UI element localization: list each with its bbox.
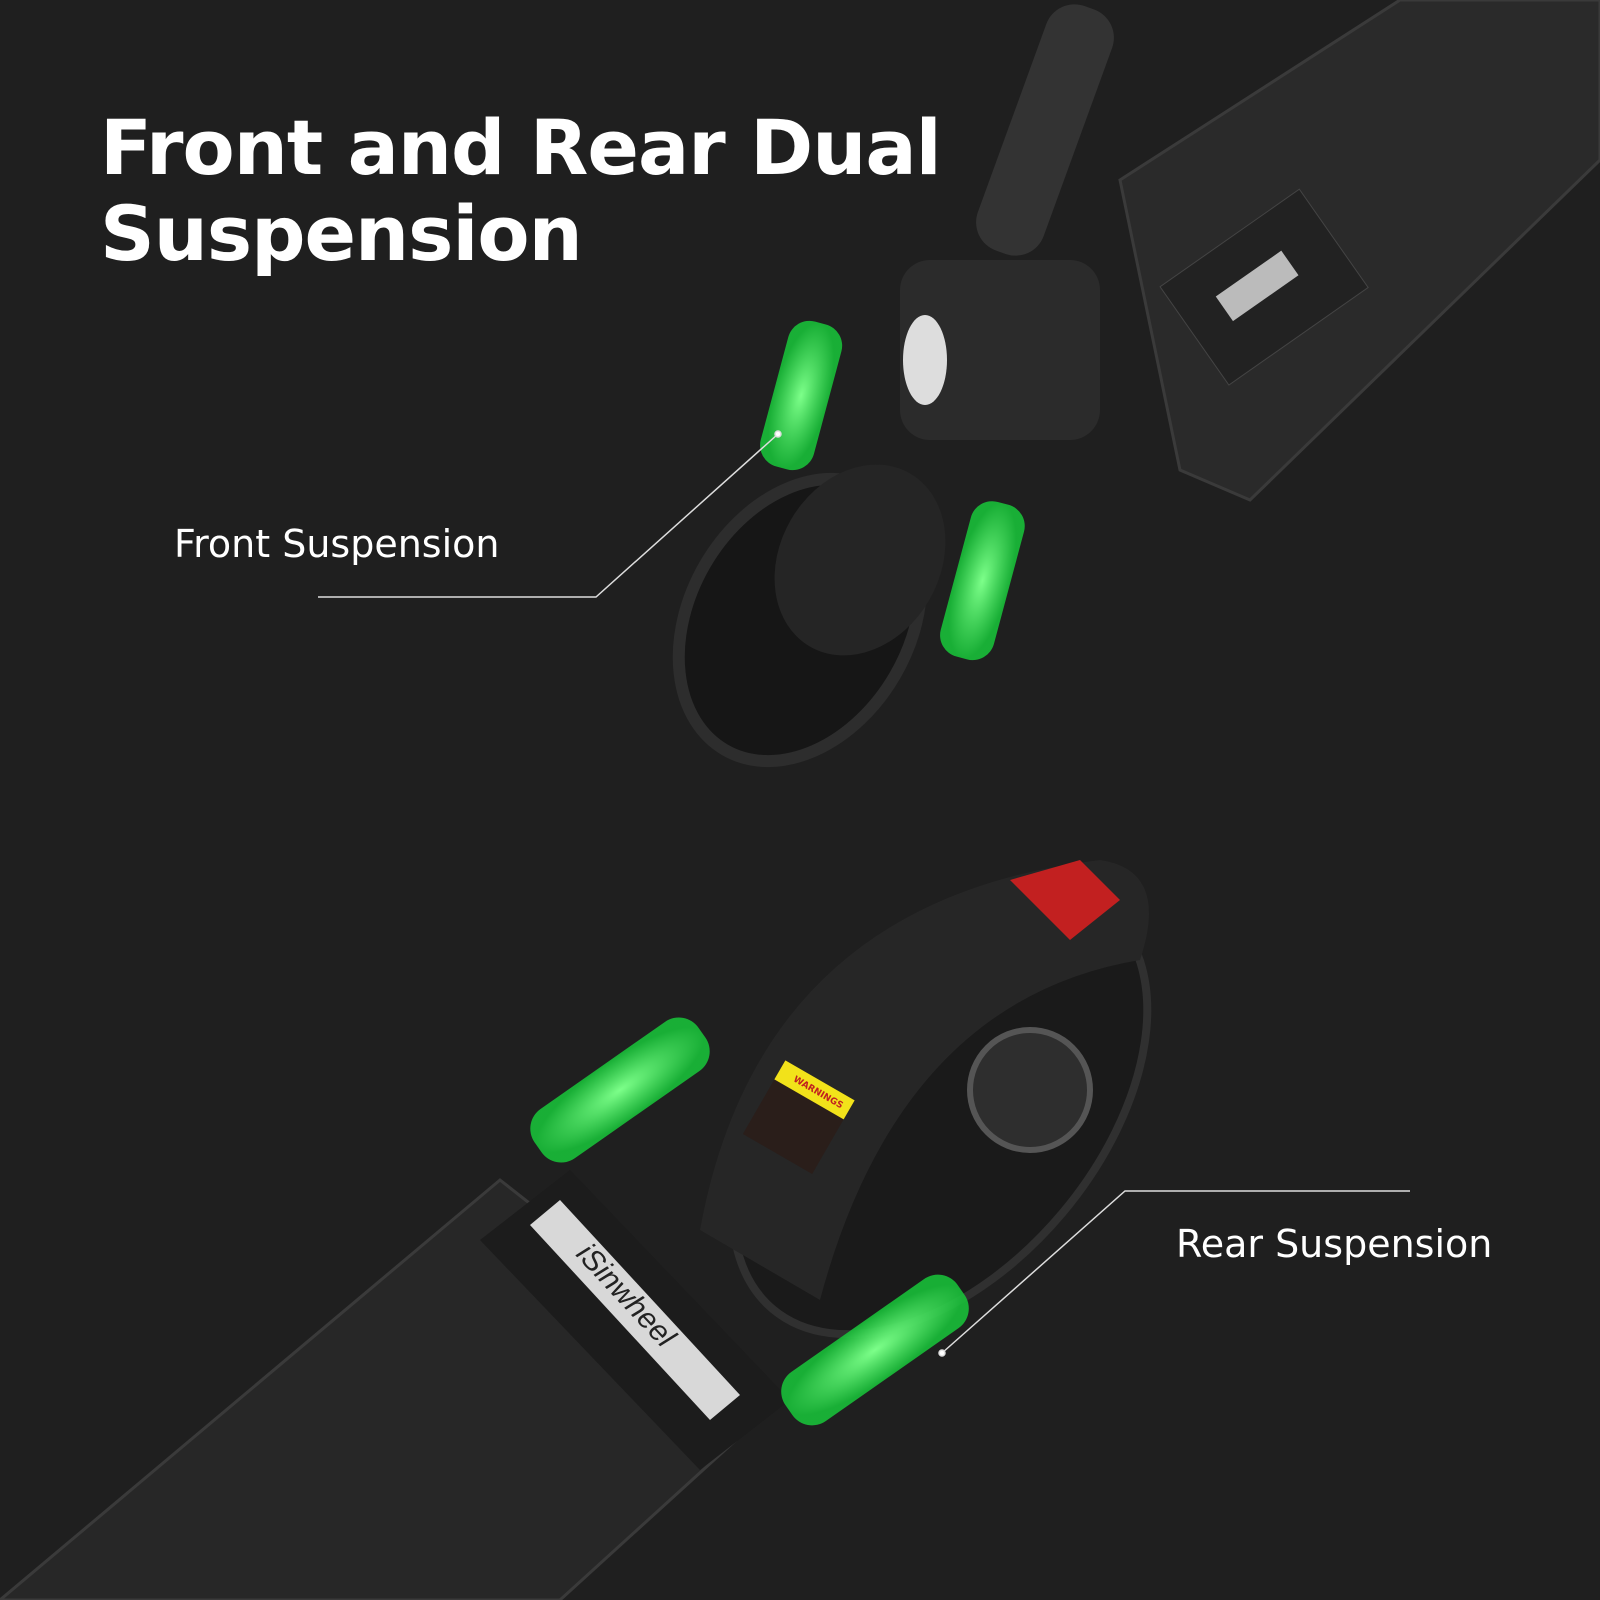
front-leader-line — [318, 430, 782, 598]
rear-deck: iSinwheel — [0, 1170, 790, 1600]
front-suspension-label: Front Suspension — [174, 522, 500, 566]
tail-light-icon — [1010, 860, 1120, 940]
front-suspension-right — [940, 501, 1025, 661]
rear-leader-line — [938, 1190, 1410, 1357]
rear-suspension-label: Rear Suspension — [1176, 1222, 1493, 1266]
front-wheel — [672, 464, 946, 768]
rear-suspension-bottom — [781, 1274, 969, 1426]
headlight-icon — [903, 315, 947, 405]
handlebar-stem — [900, 4, 1114, 440]
rear-suspension-top — [530, 1017, 710, 1163]
front-suspension-left — [760, 320, 843, 471]
rear-wheel — [700, 860, 1152, 1339]
page-title: Front and Rear Dual Suspension — [100, 103, 942, 278]
front-deck — [1118, 0, 1600, 502]
warning-sticker — [742, 1060, 855, 1174]
